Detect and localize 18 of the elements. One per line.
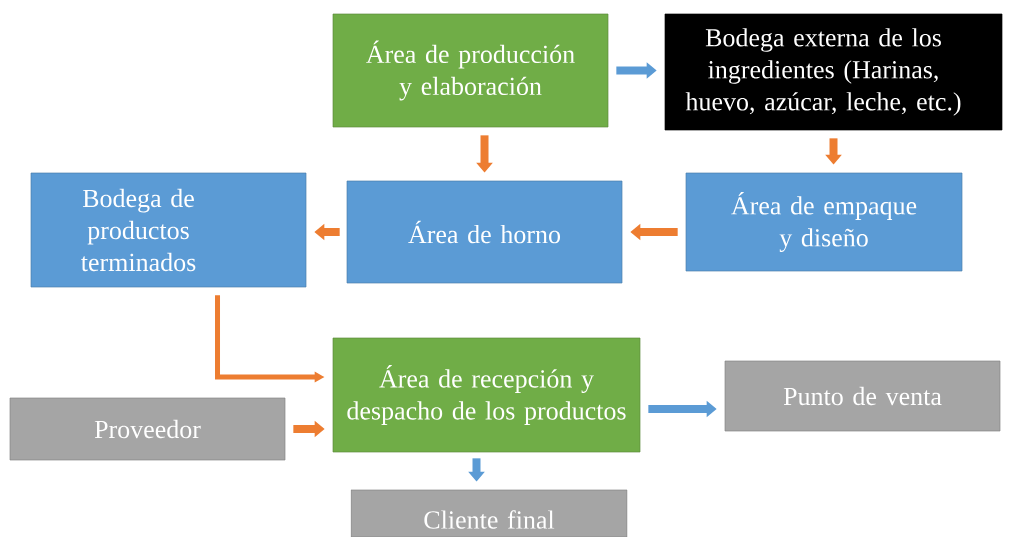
node-label: Bodega de productos terminados — [80, 188, 196, 272]
storage-box — [30, 172, 307, 288]
destination-box — [724, 360, 1001, 432]
node-label: Área de producción y elaboración — [366, 40, 575, 101]
source-box — [9, 397, 286, 461]
process-box — [685, 172, 963, 272]
process-box — [332, 13, 609, 128]
node-label: Proveedor — [94, 419, 201, 439]
node-label: Cliente final — [424, 510, 555, 529]
destination-box — [350, 489, 628, 537]
process-box — [332, 337, 641, 453]
storage-box — [664, 13, 1003, 131]
node-label: Área de horno — [408, 220, 561, 244]
node-label: Área de recepción y despacho de los productos — [347, 365, 626, 425]
node-label: Área de empaque y diseño — [731, 192, 917, 252]
node-label: Punto de venta — [783, 386, 942, 406]
node-label: Bodega externa de los ingredientes (Harinas, huevo, azúcar, leche, etc.) — [685, 28, 961, 116]
process-box — [346, 180, 623, 284]
